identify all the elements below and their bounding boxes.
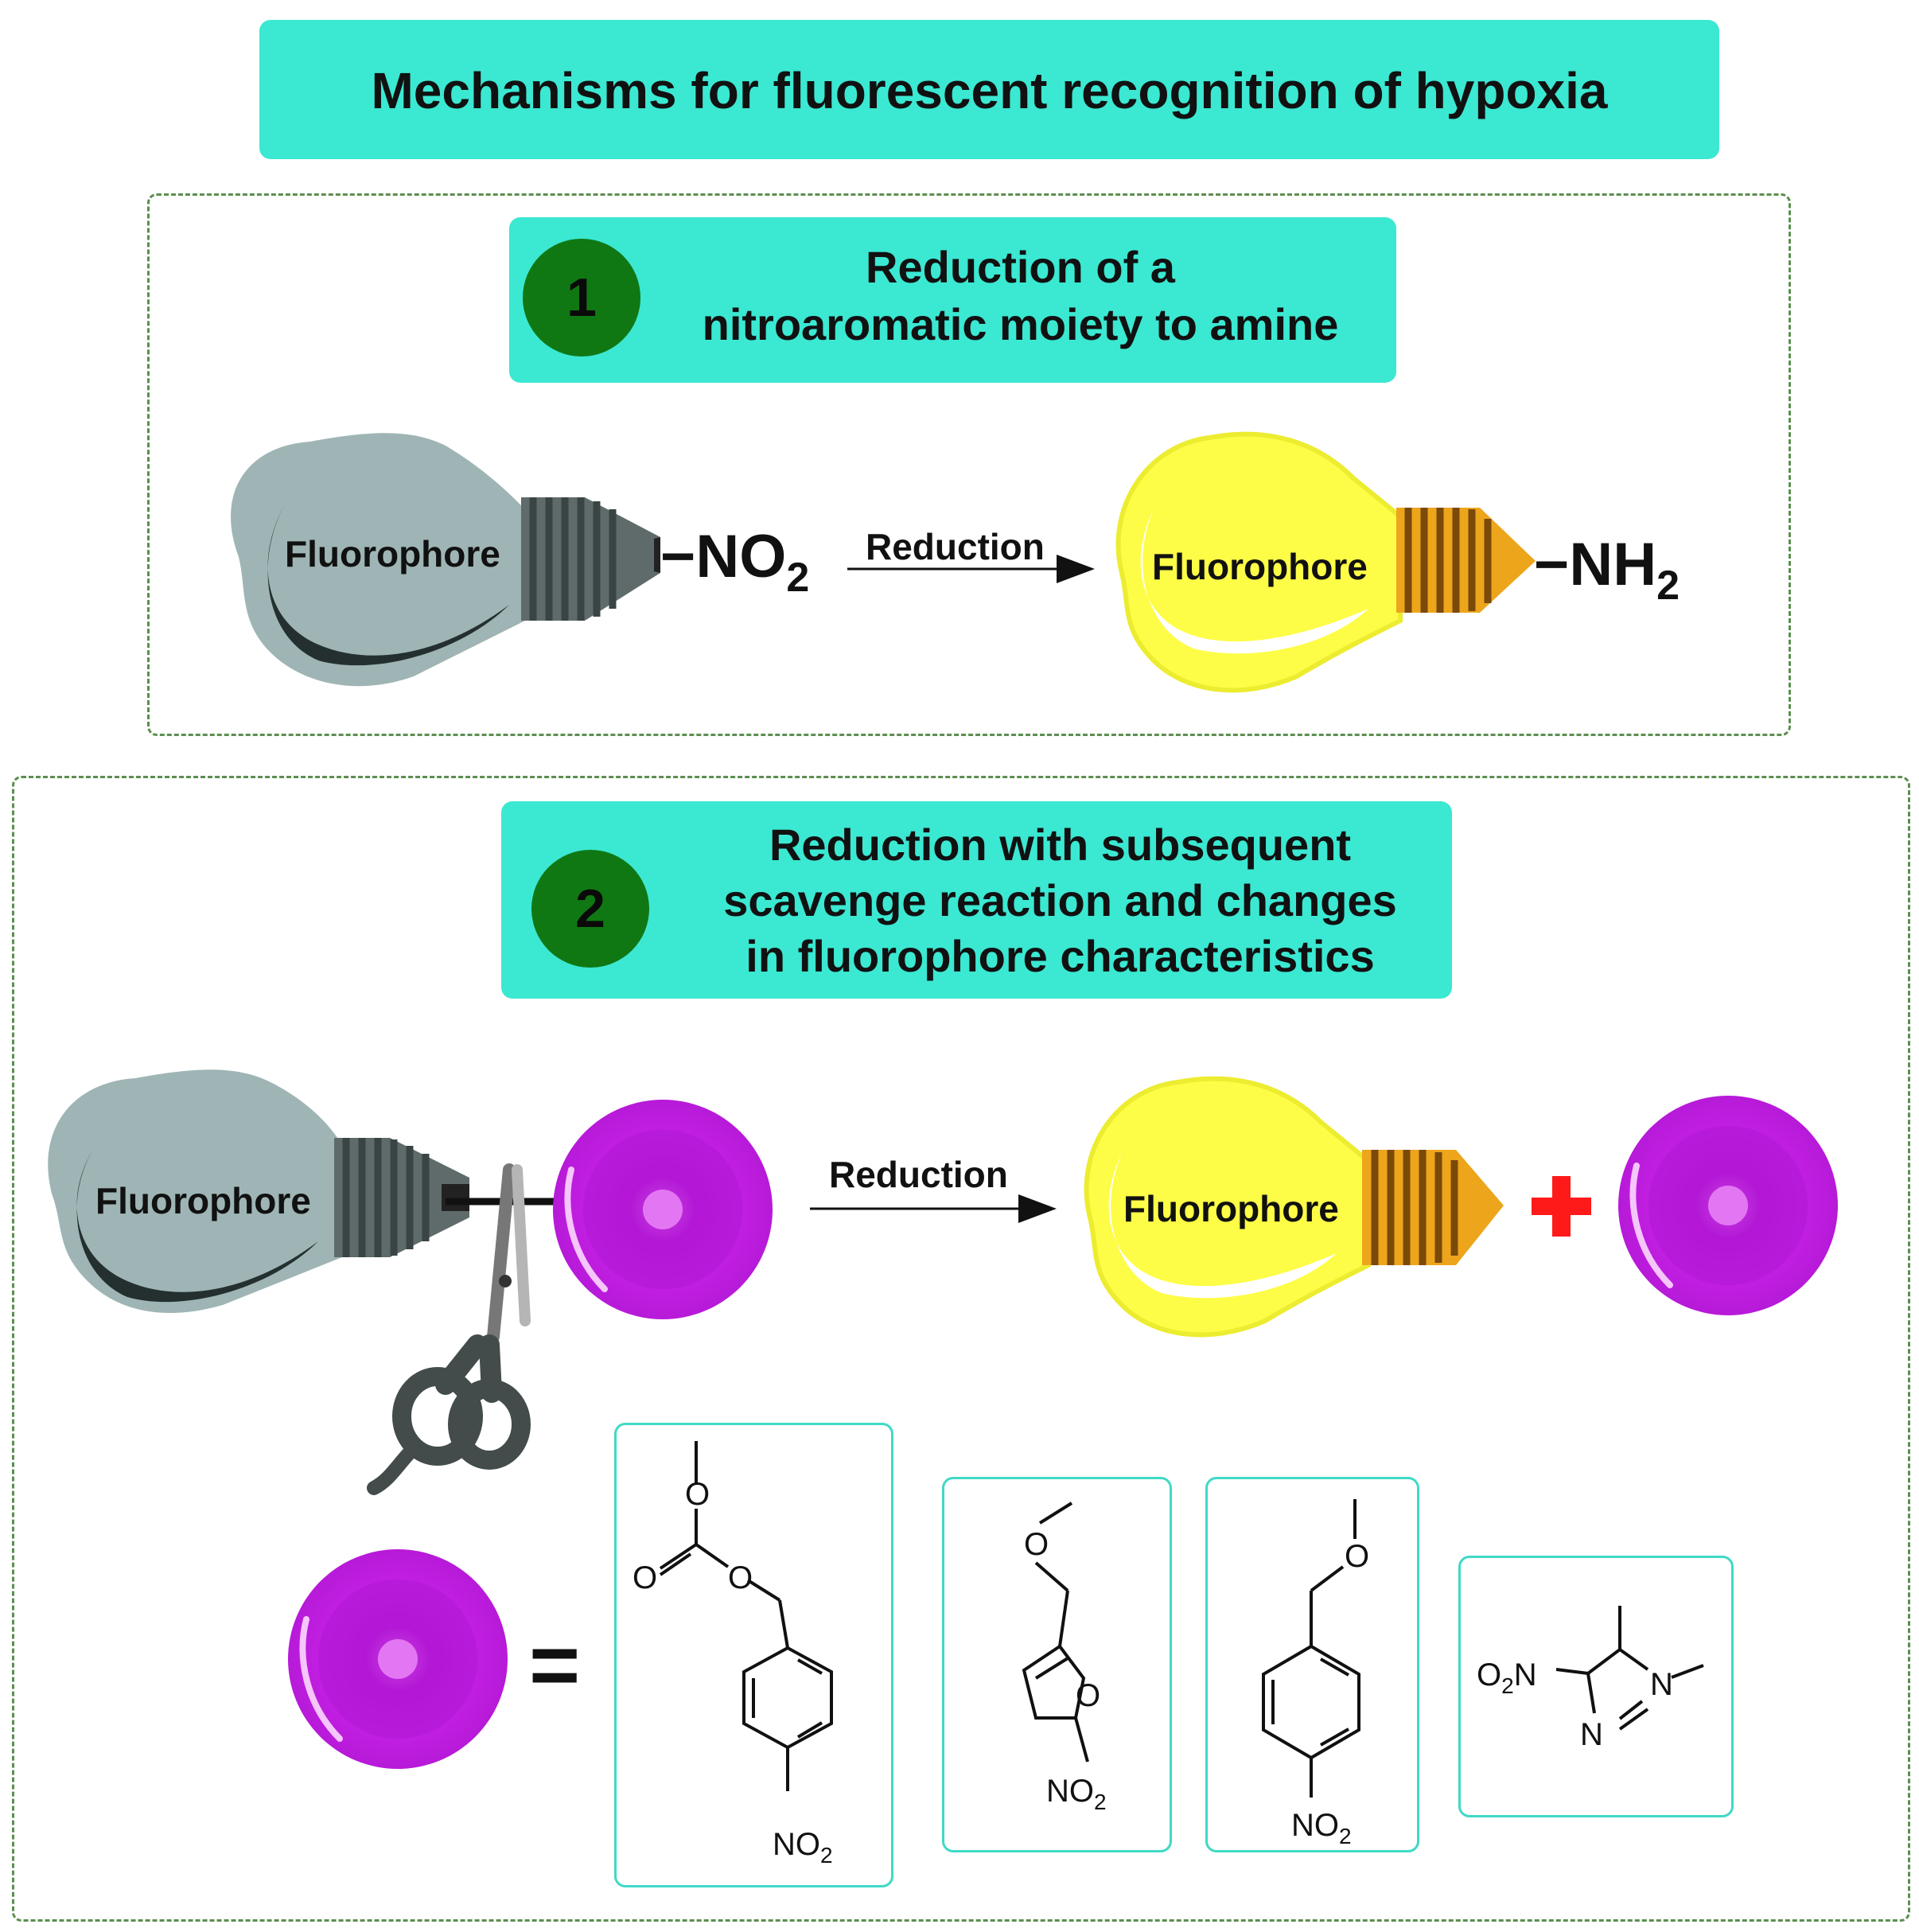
title-banner: Mechanisms for fluorescent recognition o…	[259, 20, 1719, 159]
structure-box-2: O O NO2	[942, 1477, 1172, 1852]
s4-n1: N	[1650, 1667, 1673, 1702]
equals-sign: =	[529, 1616, 580, 1714]
s4-n2: N	[1580, 1717, 1603, 1752]
nitro-group-label: −NO2	[660, 523, 809, 601]
s2-o2: O	[1076, 1678, 1100, 1713]
amine-group-label: −NH2	[1534, 531, 1680, 609]
bulb-off-icon	[48, 1069, 469, 1313]
s4-o2n: O2N	[1477, 1657, 1537, 1698]
nitrobenzyl-carbonate-structure: O O O NO2	[633, 1441, 833, 1868]
scissors-icon	[367, 1163, 531, 1495]
panel-1	[147, 193, 1791, 736]
panel-2-heading-line-2: scavenge reaction and changes	[723, 875, 1397, 925]
bulb-on-icon	[1084, 1076, 1504, 1338]
structure-box-3: O NO2	[1205, 1477, 1419, 1852]
s1-nitro: NO2	[773, 1827, 833, 1868]
panel-1-heading-line-2: nitroaromatic moiety to amine	[702, 299, 1339, 349]
panel-1-heading-line-1: Reduction of a	[866, 242, 1175, 292]
fluorophore-label-on-2: Fluorophore	[1123, 1188, 1339, 1229]
structure-box-1: O O O NO2	[614, 1423, 893, 1887]
s2-o1: O	[1024, 1527, 1049, 1562]
nitrobenzyl-ether-structure: O NO2	[1262, 1499, 1369, 1848]
panel-2-heading-banner: Reduction with subsequent scavenge react…	[501, 801, 1452, 999]
cage-group-ball-icon	[553, 1100, 773, 1319]
structure-box-4: O2N N N	[1458, 1556, 1734, 1817]
released-group-ball-icon	[1618, 1096, 1838, 1315]
legend-ball-icon	[288, 1549, 508, 1769]
bulb-off-icon	[231, 433, 660, 687]
nitrofuran-structure: O O NO2	[1022, 1502, 1107, 1814]
panel-1-number-badge: 1	[523, 239, 640, 356]
s3-o1: O	[1345, 1539, 1369, 1574]
s1-o2: O	[633, 1560, 657, 1595]
s1-o3: O	[728, 1560, 753, 1595]
panel-2-number-badge: 2	[531, 850, 649, 968]
fluorophore-label-off: Fluorophore	[285, 533, 500, 575]
bulb-on-icon	[1115, 431, 1536, 693]
s2-nitro: NO2	[1046, 1774, 1107, 1814]
panel-2-heading-line-3: in fluorophore characteristics	[745, 931, 1375, 981]
s3-nitro: NO2	[1291, 1808, 1352, 1848]
panel-2-heading-line-1: Reduction with subsequent	[769, 820, 1352, 870]
nitroimidazole-structure: O2N N N	[1477, 1606, 1704, 1752]
page-title: Mechanisms for fluorescent recognition o…	[371, 62, 1608, 119]
plus-icon	[1532, 1176, 1591, 1237]
fluorophore-label-on: Fluorophore	[1152, 546, 1368, 587]
s1-o1: O	[685, 1477, 710, 1512]
fluorophore-label-off-2: Fluorophore	[95, 1180, 311, 1221]
reduction-label-1: Reduction	[866, 526, 1045, 567]
panel-1-heading-banner: Reduction of a nitroaromatic moiety to a…	[509, 217, 1396, 383]
reduction-label-2: Reduction	[829, 1154, 1008, 1195]
